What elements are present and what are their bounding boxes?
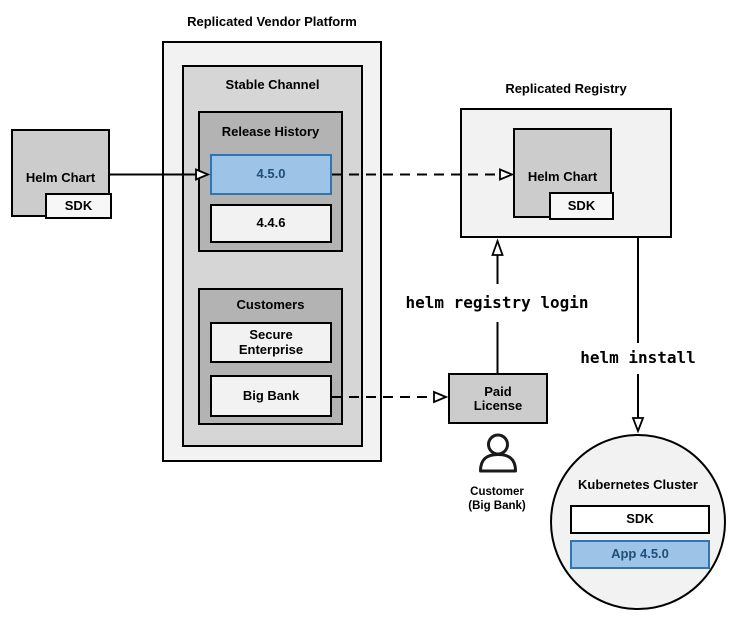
cmd-helm-registry-login: helm registry login: [405, 293, 589, 312]
source-helm-chart-box: Helm Chart SDK: [11, 129, 112, 219]
release-history-title: Release History: [221, 124, 320, 139]
registry-sdk-box: SDK: [549, 192, 614, 220]
customer-secure-enterprise: Secure Enterprise: [210, 322, 332, 363]
customer-caption: Customer (Big Bank): [437, 485, 557, 513]
registry-title: Replicated Registry: [505, 81, 627, 96]
release-4-5-0: 4.5.0: [210, 154, 332, 195]
registry-helm-chart-label: Helm Chart: [527, 169, 598, 184]
release-4-4-6: 4.4.6: [210, 204, 332, 243]
customer-secure-enterprise-label: Secure Enterprise: [238, 327, 304, 357]
source-helm-chart-label: Helm Chart: [25, 170, 96, 185]
kubernetes-cluster-circle: Kubernetes Cluster SDK App 4.5.0: [550, 434, 726, 610]
customer-caption-line1: Customer: [470, 486, 524, 498]
customer-caption-line2: (Big Bank): [468, 500, 526, 512]
stable-channel-title: Stable Channel: [225, 77, 320, 92]
vendor-platform-title: Replicated Vendor Platform: [187, 14, 357, 29]
registry-helm-chart-box: Helm Chart SDK: [513, 128, 614, 220]
cmd-helm-install: helm install: [580, 348, 696, 367]
customer-person-icon: [479, 433, 517, 473]
paid-license-box: Paid License: [448, 373, 548, 424]
source-sdk-box: SDK: [45, 193, 112, 219]
paid-license-label: Paid License: [473, 384, 523, 413]
customers-title: Customers: [236, 297, 305, 312]
customer-big-bank: Big Bank: [210, 375, 332, 417]
cluster-sdk-box: SDK: [570, 505, 710, 534]
kubernetes-cluster-title: Kubernetes Cluster: [578, 477, 698, 492]
cluster-app-box: App 4.5.0: [570, 540, 710, 569]
arrow-registry-to-cluster: [631, 238, 645, 434]
